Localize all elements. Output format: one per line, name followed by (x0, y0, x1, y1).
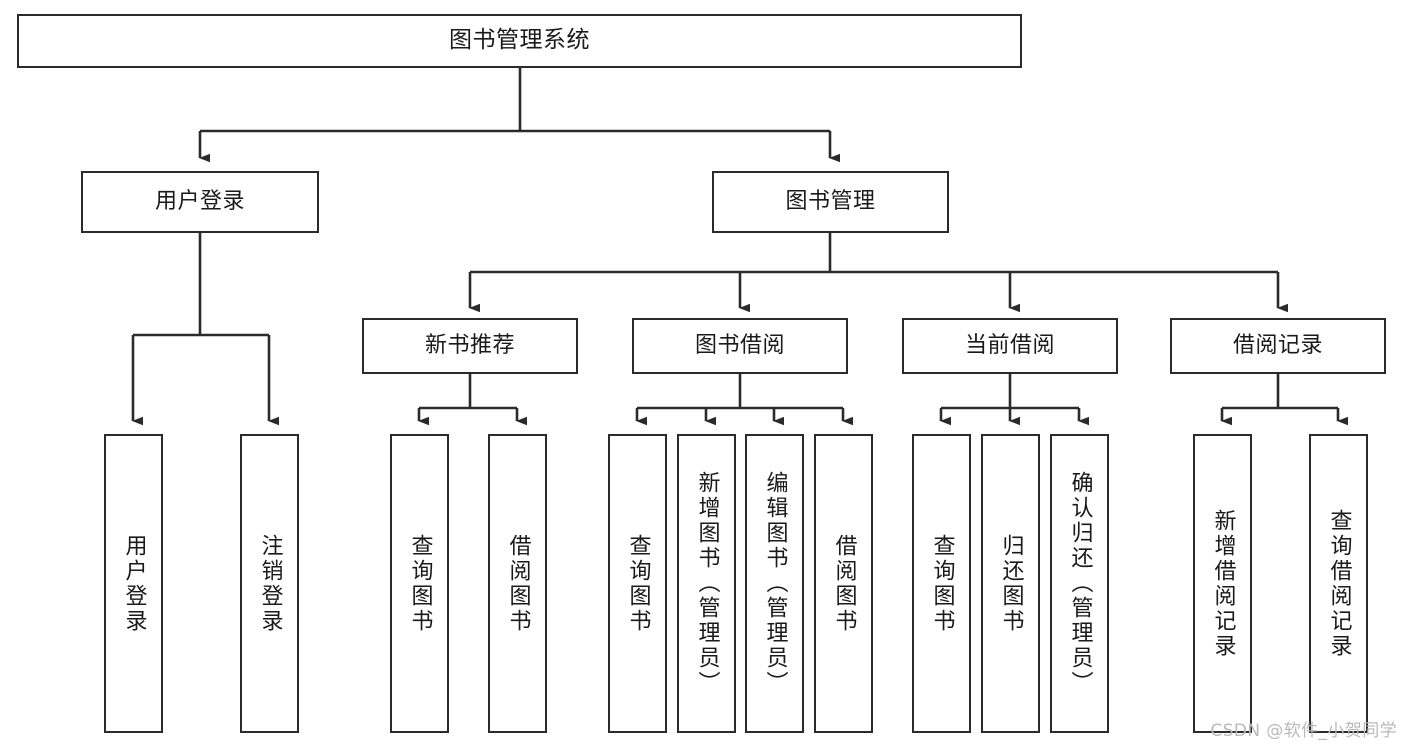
leaf-record-query-record[interactable]: 查询借阅记录 (1309, 434, 1368, 733)
node-label: 当前借阅 (964, 332, 1055, 358)
leaf-current-return-book[interactable]: 归还图书 (981, 434, 1040, 733)
leaf-newbook-query-book[interactable]: 查询图书 (390, 434, 449, 733)
node-label: 用户登录 (154, 188, 245, 214)
node-label: 图书借阅 (694, 332, 785, 358)
node-label: 归还图书 (998, 533, 1024, 634)
node-label: 查询图书 (625, 533, 651, 634)
node-new-book-recommendation[interactable]: 新书推荐 (362, 318, 578, 374)
node-label: 新增借阅记录 (1210, 508, 1236, 659)
node-label: 编辑图书（管理员） (762, 471, 788, 696)
node-book-management[interactable]: 图书管理 (712, 171, 949, 233)
node-label: 图书管理 (785, 188, 876, 214)
leaf-current-confirm-return-admin[interactable]: 确认归还（管理员） (1050, 434, 1109, 733)
leaf-current-query-book[interactable]: 查询图书 (912, 434, 971, 733)
node-label: 图书管理系统 (449, 27, 590, 54)
csdn-watermark: CSDN @软件_小贺同学 (1210, 721, 1397, 741)
leaf-user-login-signout[interactable]: 注销登录 (240, 434, 299, 733)
leaf-record-add-record[interactable]: 新增借阅记录 (1193, 434, 1252, 733)
node-borrowing-record[interactable]: 借阅记录 (1170, 318, 1386, 374)
node-label: 注销登录 (257, 533, 283, 634)
node-book-borrowing[interactable]: 图书借阅 (632, 318, 848, 374)
node-label: 查询借阅记录 (1326, 508, 1352, 659)
leaf-borrow-borrow-book[interactable]: 借阅图书 (814, 434, 873, 733)
node-current-borrowing[interactable]: 当前借阅 (902, 318, 1118, 374)
node-user-login[interactable]: 用户登录 (81, 171, 319, 233)
leaf-user-login-signin[interactable]: 用户登录 (104, 434, 163, 733)
node-label: 查询图书 (929, 533, 955, 634)
node-label: 借阅图书 (505, 533, 531, 634)
leaf-borrow-query-book[interactable]: 查询图书 (608, 434, 667, 733)
node-label: 借阅图书 (831, 533, 857, 634)
node-label: 新书推荐 (424, 332, 515, 358)
node-label: 查询图书 (407, 533, 433, 634)
leaf-borrow-edit-book-admin[interactable]: 编辑图书（管理员） (745, 434, 804, 733)
node-label: 用户登录 (121, 533, 147, 634)
node-label: 确认归还（管理员） (1067, 471, 1093, 696)
leaf-borrow-add-book-admin[interactable]: 新增图书（管理员） (677, 434, 736, 733)
node-label: 新增图书（管理员） (694, 471, 720, 696)
node-root-book-management-system[interactable]: 图书管理系统 (17, 14, 1022, 68)
node-label: 借阅记录 (1232, 332, 1323, 358)
leaf-newbook-borrow-book[interactable]: 借阅图书 (488, 434, 547, 733)
